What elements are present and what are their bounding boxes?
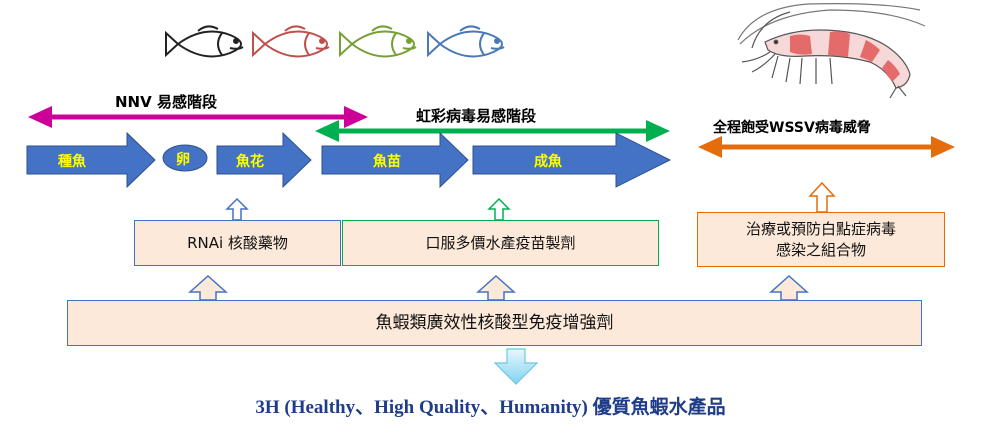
shrimp-treatment-box: 治療或預防白點症病毒 感染之組合物 (697, 212, 945, 267)
nnv-stage-arrow (28, 106, 368, 128)
nnv-stage-label: NNV 易感階段 (115, 93, 217, 111)
fish-black-icon (165, 25, 244, 58)
oral-vaccine-label: 口服多價水產疫苗製劑 (425, 233, 576, 252)
shrimp-treatment-line1: 治療或預防白點症病毒 (745, 220, 896, 239)
up-arrow-enhancer-left (188, 274, 228, 301)
egg-oval (162, 144, 208, 172)
wssv-stage-label: 全程飽受WSSV病毒威脅 (713, 120, 871, 136)
shrimp-treatment-line2: 感染之組合物 (775, 240, 866, 259)
up-arrow-enhancer-right (769, 274, 809, 301)
rnai-label: RNAi 核酸藥物 (187, 233, 288, 252)
footer-title: 3H (Healthy、High Quality、Humanity) 優質魚蝦水… (255, 397, 726, 418)
up-arrow-shrimp (808, 181, 836, 213)
immune-enhancer-box: 魚蝦類廣效性核酸型免疫增強劑 (67, 300, 922, 346)
broodstock-arrow (26, 131, 156, 189)
fish-red-icon (252, 25, 330, 58)
fry-label: 魚苗 (373, 154, 401, 170)
adult-arrow (472, 132, 672, 188)
shrimp-icon (737, 3, 926, 99)
fish-green-icon (339, 25, 417, 58)
fry-arrow (321, 131, 469, 189)
oral-vaccine-box: 口服多價水產疫苗製劑 (342, 220, 659, 266)
egg-label: 卵 (176, 152, 190, 168)
larva-label: 魚花 (236, 154, 264, 170)
broodstock-label: 種魚 (58, 154, 86, 170)
immune-enhancer-label: 魚蝦類廣效性核酸型免疫增強劑 (375, 312, 614, 333)
up-arrow-vaccine (487, 197, 511, 221)
up-arrow-enhancer-center (476, 274, 516, 301)
adult-label: 成魚 (534, 154, 562, 170)
larva-arrow (216, 131, 312, 189)
wssv-stage-arrow (698, 136, 955, 158)
up-arrow-rnai (225, 197, 249, 221)
fish-blue-icon (427, 25, 505, 58)
rainbow-stage-arrow (315, 120, 670, 142)
rnai-box: RNAi 核酸藥物 (134, 220, 341, 266)
rainbow-stage-label: 虹彩病毒易感階段 (416, 107, 537, 125)
down-arrow-footer (493, 348, 539, 385)
